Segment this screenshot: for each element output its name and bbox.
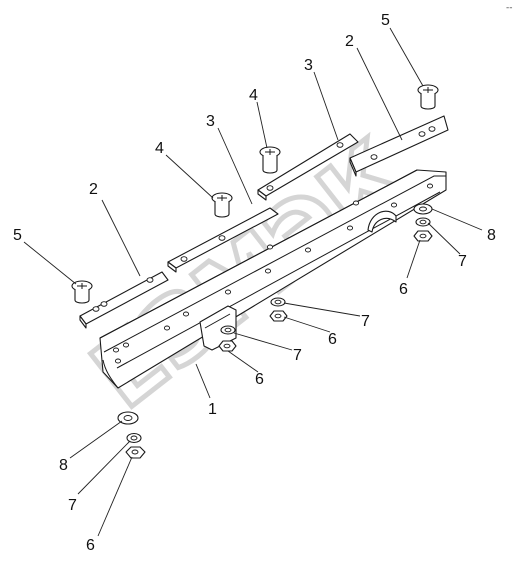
lockwasher-part-7-mid-b — [220, 325, 236, 335]
corner-mark: -- — [506, 3, 513, 13]
callout-7-mid-b: 7 — [293, 347, 302, 364]
screw-part-5-left — [71, 280, 93, 304]
strip-part-2-right — [349, 115, 449, 177]
strip-part-3-left — [167, 207, 279, 273]
callout-4-right: 4 — [249, 87, 258, 104]
nut-part-6-right — [413, 230, 433, 242]
callout-5-left: 5 — [13, 227, 22, 244]
lockwasher-part-7-mid-a — [270, 297, 286, 307]
nut-part-6-bottom — [125, 446, 146, 459]
screw-part-5-right — [417, 84, 439, 110]
callout-2-left: 2 — [89, 181, 98, 198]
nut-part-6-mid-b — [218, 340, 237, 352]
lockwasher-part-7-bottom — [126, 432, 142, 444]
lockwasher-part-7-right — [415, 217, 431, 227]
callout-8-right: 8 — [487, 227, 496, 244]
leader-lines — [23, 27, 483, 537]
callout-6-mid-a: 6 — [328, 331, 337, 348]
main-rail-part-1 — [99, 169, 447, 389]
callouts: 1 2 2 3 3 4 4 5 5 6 6 6 6 7 7 7 7 8 8 — [13, 12, 496, 554]
rail-holes — [112, 183, 434, 364]
strip-part-2-left — [79, 271, 169, 329]
screw-part-4-right — [259, 146, 281, 174]
callout-7-right: 7 — [458, 253, 467, 270]
washer-part-8-bottom — [117, 411, 139, 425]
callout-7-mid-a: 7 — [361, 313, 370, 330]
callout-6-bottom: 6 — [86, 537, 95, 554]
callout-7-bottom: 7 — [68, 497, 77, 514]
nut-part-6-mid-a — [269, 310, 288, 322]
strip-part-3-right — [257, 133, 359, 201]
callout-3-left: 3 — [206, 113, 215, 130]
callout-5-right: 5 — [381, 12, 390, 29]
callout-6-mid-b: 6 — [255, 371, 264, 388]
screw-part-4-left — [211, 192, 233, 218]
washer-part-8-right — [413, 203, 433, 215]
callout-4-left: 4 — [155, 140, 164, 157]
callout-8-bottom: 8 — [59, 457, 68, 474]
callout-2-right: 2 — [345, 33, 354, 50]
callout-1: 1 — [208, 401, 217, 418]
callout-6-right: 6 — [399, 281, 408, 298]
callout-3-right: 3 — [304, 57, 313, 74]
